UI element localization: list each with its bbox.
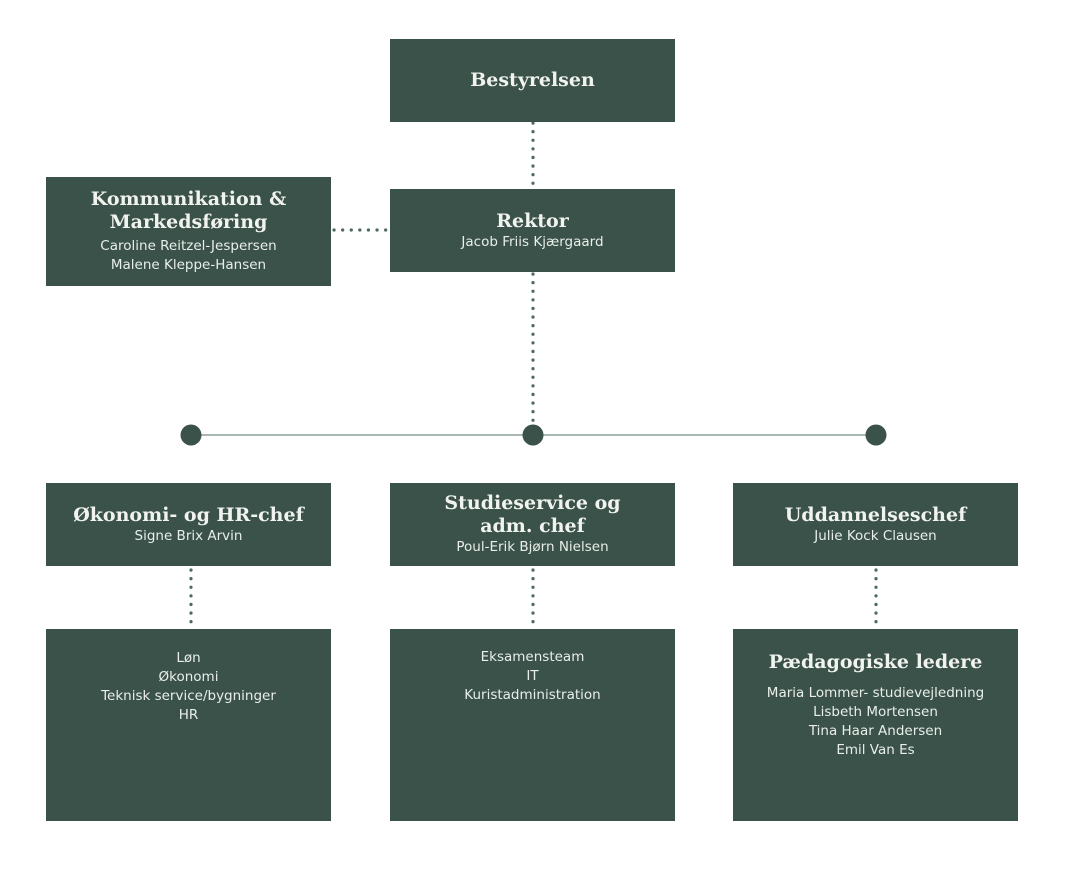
sub-item: Teknisk service/bygninger <box>101 688 276 704</box>
department-title-line2: adm. chef <box>480 515 585 537</box>
sub-box-economy-hr: Løn Økonomi Teknisk service/bygninger HR <box>46 629 331 821</box>
sub-item: Løn <box>176 650 201 666</box>
department-title-line1: Studieservice og <box>444 492 621 514</box>
department-head-name: Signe Brix Arvin <box>134 527 243 544</box>
department-title: Uddannelseschef <box>784 503 967 526</box>
communication-person: Caroline Reitzel-Jespersen <box>100 238 277 254</box>
rector-title: Rektor <box>496 209 569 232</box>
communication-title-line1: Kommunikation & <box>90 188 287 210</box>
sub-box-student-service: Eksamensteam IT Kuristadministration <box>390 629 675 821</box>
branch-node-left <box>180 424 202 446</box>
rector-name: Jacob Friis Kjærgaard <box>461 233 604 250</box>
department-box-student-service: Studieservice og adm. chef Poul-Erik Bjø… <box>390 483 675 566</box>
sub-box-pedagogical-leaders: Pædagogiske ledere Maria Lommer- studiev… <box>733 629 1018 821</box>
communication-title-line2: Markedsføring <box>109 211 268 233</box>
communication-box: Kommunikation & Markedsføring Caroline R… <box>46 177 331 286</box>
department-head-name: Julie Kock Clausen <box>814 527 937 544</box>
sub-item: Kuristadministration <box>464 687 601 703</box>
department-head-name: Poul-Erik Bjørn Nielsen <box>456 539 609 555</box>
branch-node-center <box>522 424 544 446</box>
sub-item: Lisbeth Mortensen <box>813 704 938 720</box>
sub-item: Tina Haar Andersen <box>808 723 943 739</box>
department-title: Økonomi- og HR-chef <box>73 503 304 526</box>
department-box-economy-hr: Økonomi- og HR-chef Signe Brix Arvin <box>46 483 331 566</box>
branch-node-right <box>865 424 887 446</box>
sub-item: Emil Van Es <box>836 742 915 758</box>
sub-item: IT <box>526 668 539 684</box>
board-title: Bestyrelsen <box>470 69 595 91</box>
board-box: Bestyrelsen <box>390 39 675 122</box>
sub-item: Økonomi <box>158 669 219 685</box>
sub-box-title: Pædagogiske ledere <box>768 651 983 673</box>
sub-item: HR <box>178 707 199 723</box>
communication-person: Malene Kleppe-Hansen <box>110 257 267 273</box>
sub-item: Eksamensteam <box>480 649 585 665</box>
department-box-education: Uddannelseschef Julie Kock Clausen <box>733 483 1018 566</box>
rector-box: Rektor Jacob Friis Kjærgaard <box>390 189 675 272</box>
sub-item: Maria Lommer- studievejledning <box>766 685 985 701</box>
